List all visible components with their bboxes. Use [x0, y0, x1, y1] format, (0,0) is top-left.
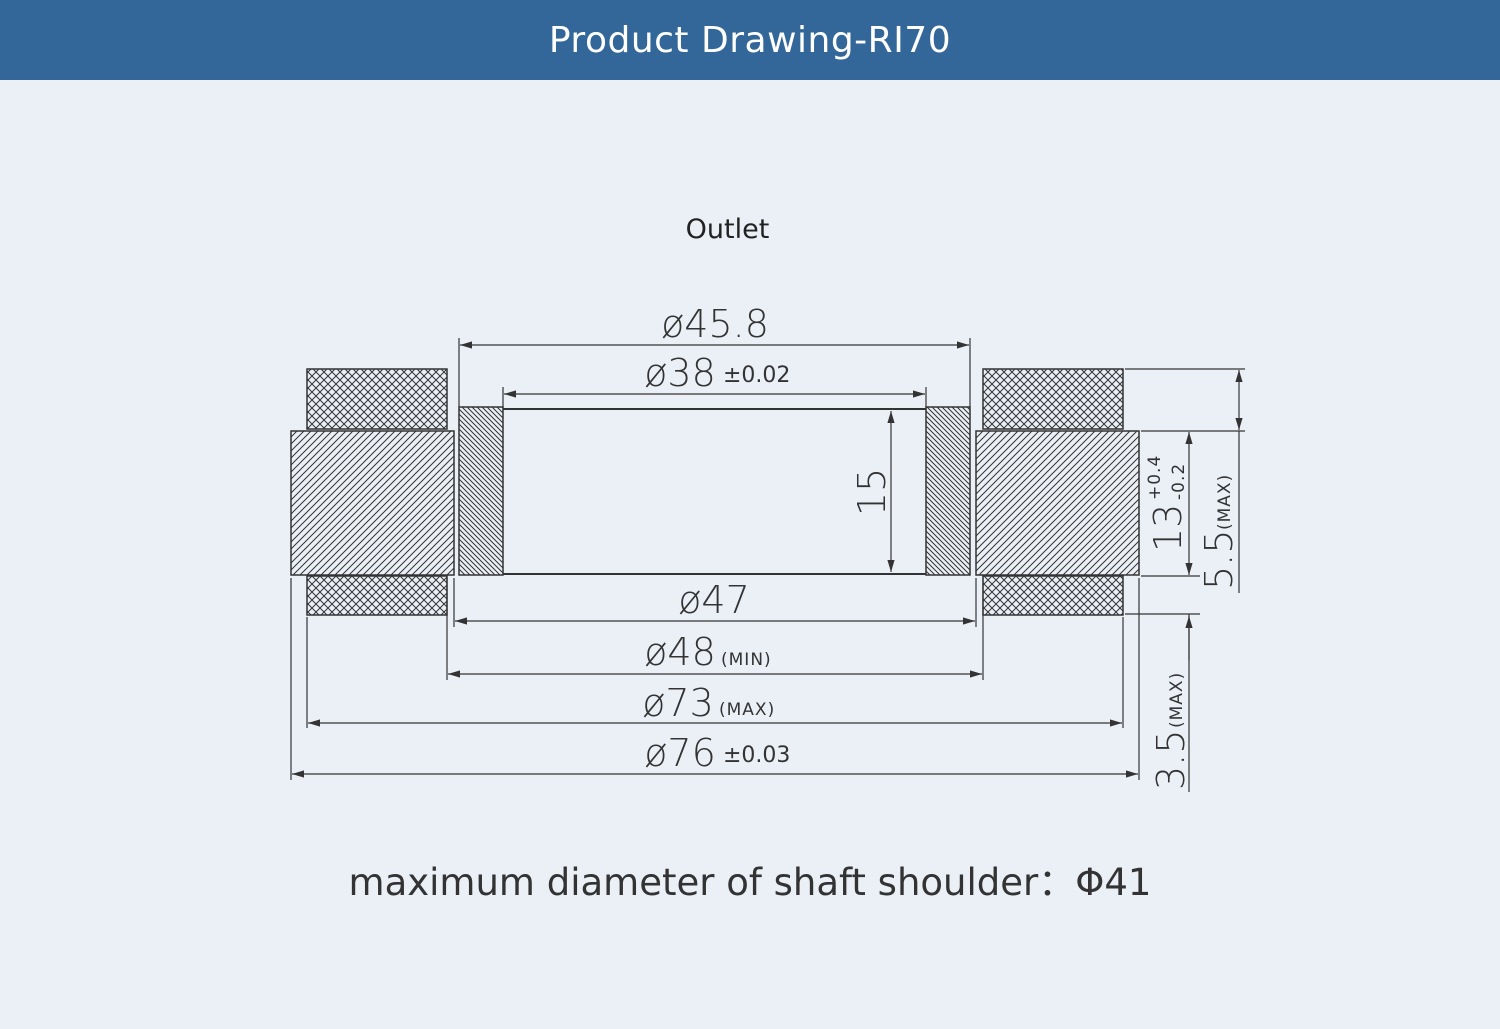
- dim-3-5: 3.5: [1149, 730, 1193, 790]
- left-main-body: [290, 430, 455, 576]
- dim-38: ø38: [644, 351, 716, 395]
- header-bar: Product Drawing-RI70: [0, 0, 1500, 80]
- dim-13-tol-plus: +0.4: [1145, 455, 1165, 500]
- dim-48: ø48: [644, 630, 716, 674]
- dim-45-8: ø45.8: [661, 302, 769, 346]
- right-lower-seal: [982, 575, 1124, 616]
- left-lower-seal: [306, 575, 448, 616]
- dim-76-tolerance: ±0.03: [723, 743, 790, 768]
- view-label: Outlet: [685, 214, 770, 245]
- dim-48-note: (MIN): [721, 650, 772, 670]
- right-main-body: [975, 430, 1140, 576]
- dim-76: ø76: [644, 731, 716, 775]
- dim-13: 13: [1146, 504, 1190, 552]
- dimension-lines: [292, 341, 1243, 778]
- dim-5-5: 5.5: [1197, 530, 1241, 590]
- dim-5-5-note: (MAX): [1215, 474, 1235, 530]
- dim-47: ø47: [678, 578, 750, 622]
- page-title: Product Drawing-RI70: [548, 19, 952, 61]
- right-inner-ring: [925, 406, 971, 576]
- dim-15: 15: [850, 468, 894, 516]
- shaft-shoulder-note: maximum diameter of shaft shoulder：Φ41: [348, 861, 1152, 904]
- dim-3-5-note: (MAX): [1167, 672, 1187, 728]
- dim-73: ø73: [642, 681, 714, 725]
- left-upper-seal: [306, 368, 448, 430]
- dim-13-tol-minus: -0.2: [1169, 463, 1189, 500]
- dim-73-note: (MAX): [719, 700, 775, 720]
- left-inner-ring: [458, 406, 504, 576]
- dim-38-tolerance: ±0.02: [723, 363, 790, 388]
- right-upper-seal: [982, 368, 1124, 430]
- part-section: [290, 368, 1140, 616]
- extension-lines: [290, 338, 1245, 792]
